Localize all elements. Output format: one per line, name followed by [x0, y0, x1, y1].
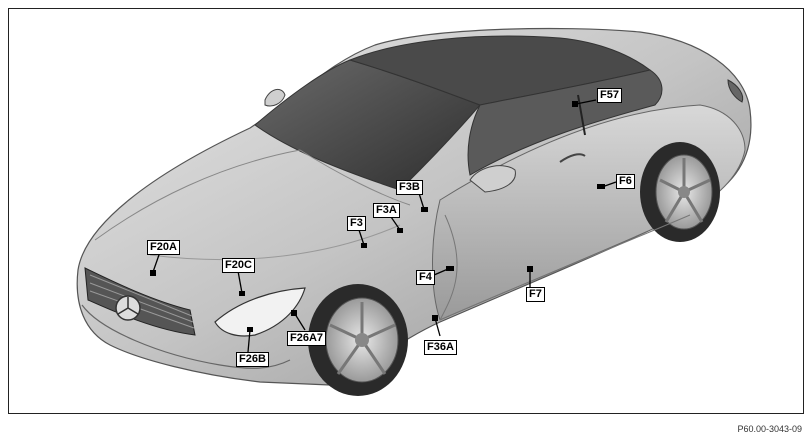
door-handle	[559, 153, 586, 163]
hood-crease	[94, 149, 411, 241]
fuse-label-f36a: F36A	[424, 340, 457, 355]
fuse-label-f3a: F3A	[373, 203, 400, 218]
fuse-label-f26a7: F26A7	[287, 331, 327, 346]
fuse-label-f20c: F20C	[222, 258, 255, 273]
left-mirror	[264, 88, 286, 107]
reference-code: P60.00-3043-09	[737, 424, 802, 434]
fuse-label-f7: F7	[526, 287, 545, 302]
fuse-label-f3: F3	[347, 216, 366, 231]
fuse-label-f4: F4	[416, 270, 435, 285]
fender-line	[149, 224, 401, 261]
headlight	[214, 287, 306, 337]
tail-light	[727, 79, 744, 103]
fuse-label-f20a: F20A	[147, 240, 180, 255]
fuse-label-f6: F6	[616, 174, 635, 189]
front-bumper	[81, 304, 291, 369]
grille-slats	[89, 274, 195, 329]
b-pillar	[577, 94, 586, 136]
marker-pins	[150, 101, 605, 332]
fuse-label-f3b: F3B	[396, 180, 423, 195]
rocker-line	[439, 214, 691, 321]
right-mirror	[469, 165, 516, 193]
fuse-label-f26b: F26B	[236, 352, 269, 367]
door-seam	[439, 214, 458, 321]
fuse-label-f57: F57	[597, 88, 622, 103]
